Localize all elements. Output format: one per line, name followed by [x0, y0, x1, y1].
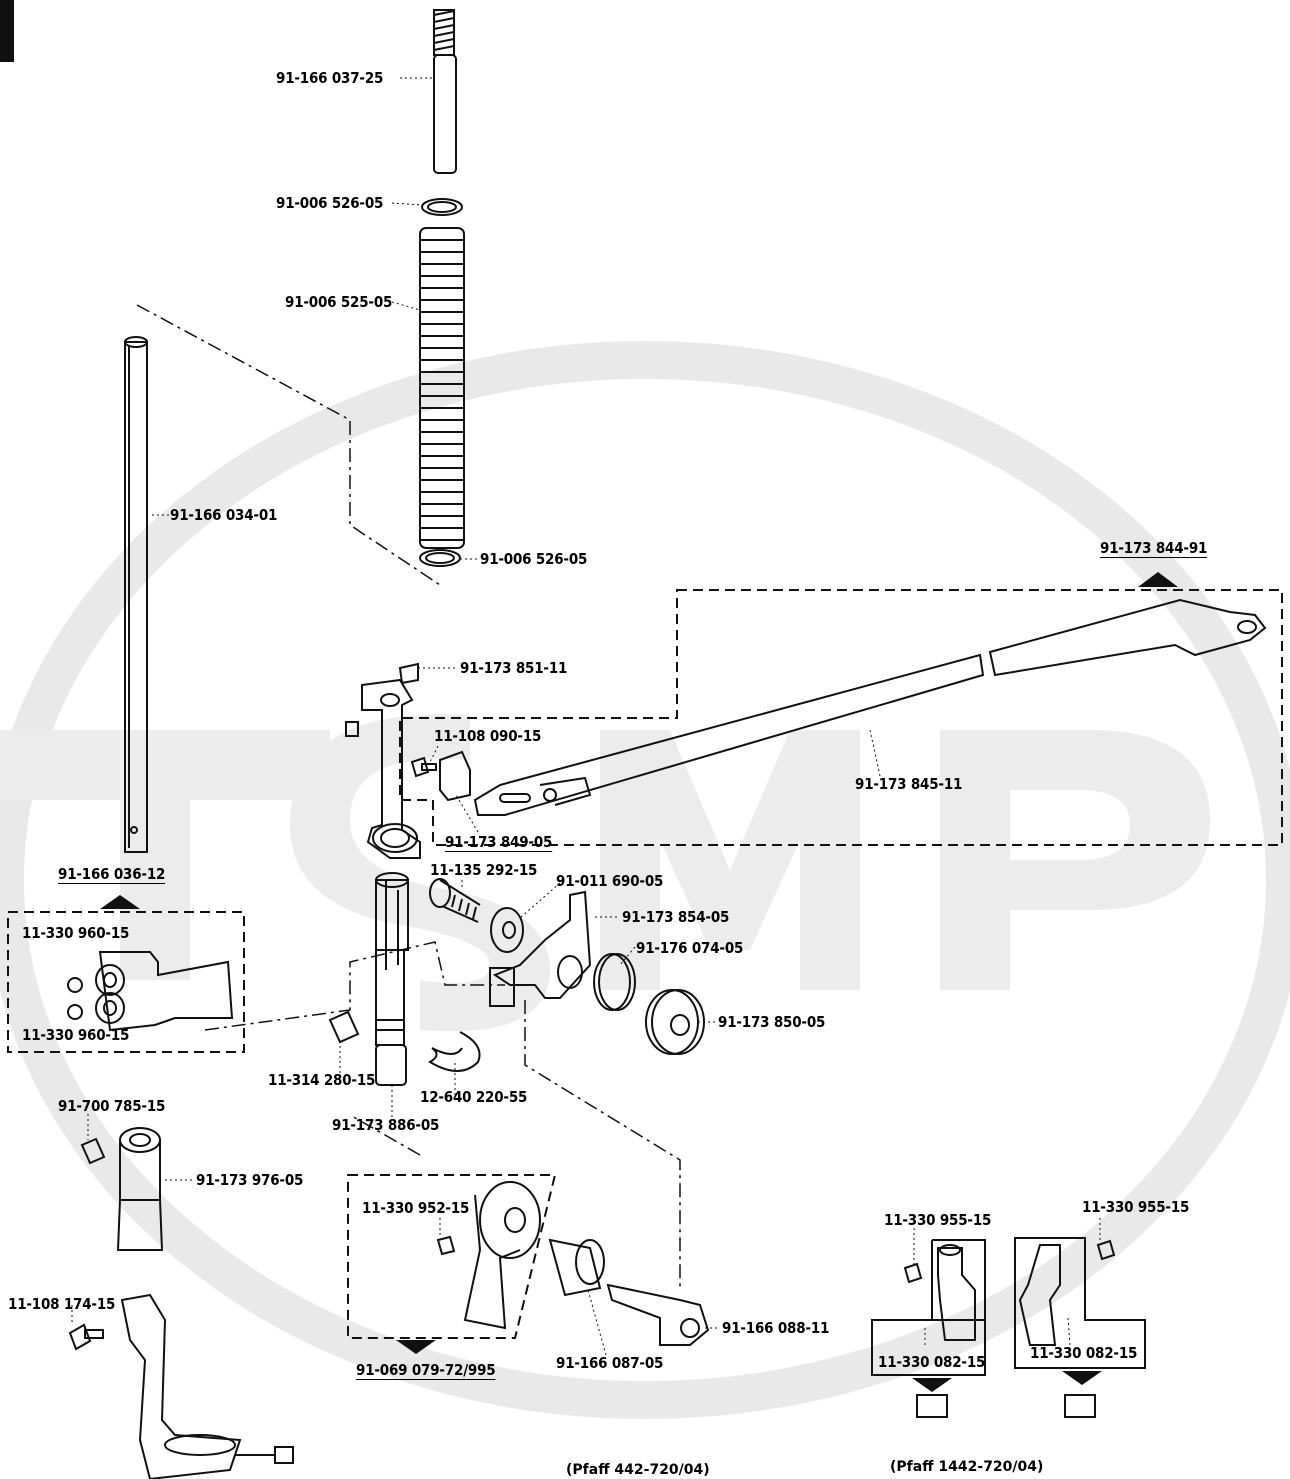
leader-lines: [71, 77, 1101, 1356]
part-label: 91-176 074-05: [636, 939, 744, 957]
right-box-2: [1014, 1237, 1146, 1418]
screw-785: [80, 1137, 106, 1165]
part-label: 11-330 082-15: [878, 1353, 986, 1371]
part-label: 11-330 952-15: [362, 1199, 470, 1217]
sleeve-976: [116, 1127, 164, 1251]
center-shaft: [375, 872, 409, 1086]
bracket-tab: [489, 967, 515, 1007]
part-label: 91-173 849-05: [445, 833, 553, 851]
screw-174: [68, 1323, 104, 1351]
part-label: 91-166 037-25: [276, 69, 384, 87]
part-label: 91-173 886-05: [332, 1116, 440, 1134]
assembly-label: 91-069 079-72/995: [356, 1361, 496, 1379]
feed-arm: [473, 598, 1267, 816]
subassembly-boxes: [7, 589, 1283, 1339]
threaded-bar: [433, 9, 457, 174]
eccentric-850: [645, 989, 705, 1055]
screw-292: [429, 878, 481, 923]
part-label: 91-173 850-05: [718, 1013, 826, 1031]
clamp-960: [67, 951, 234, 1032]
crank-088: [606, 1283, 710, 1346]
part-label: 91-006 526-05: [480, 550, 588, 568]
part-label: 91-006 526-05: [276, 194, 384, 212]
part-label: 91-173 854-05: [622, 908, 730, 926]
part-label: 11-330 082-15: [1030, 1344, 1138, 1362]
set-screw-280: [328, 1010, 360, 1044]
washer-690: [490, 907, 524, 953]
model-note-left: (Pfaff 442-720/04): [566, 1462, 710, 1478]
bracket-854: [492, 890, 592, 999]
part-label: 11-330 960-15: [22, 1026, 130, 1044]
presser-bar: [124, 336, 148, 853]
part-label: 91-173 851-11: [460, 659, 568, 677]
part-label: 11-330 955-15: [1082, 1198, 1190, 1216]
e-ring: [428, 1031, 481, 1072]
part-label: 12-640 220-55: [420, 1088, 528, 1106]
block-849: [439, 750, 471, 802]
bracket: [345, 662, 421, 859]
part-label: 91-173 845-11: [855, 775, 963, 793]
part-label: 11-330 955-15: [884, 1211, 992, 1229]
lever-079: [463, 1181, 541, 1330]
model-note-right: (Pfaff 1442-720/04): [890, 1459, 1044, 1475]
part-label: 91-166 087-05: [556, 1354, 664, 1372]
part-label: 11-330 960-15: [22, 924, 130, 942]
part-label: 91-173 976-05: [196, 1171, 304, 1189]
right-box-1: [871, 1239, 986, 1418]
part-label: 91-006 525-05: [285, 293, 393, 311]
assembly-lines: [136, 304, 681, 1290]
watermark-letters: [0, 714, 1210, 1032]
page-corner-mark: [0, 0, 14, 62]
part-label: 11-108 090-15: [434, 727, 542, 745]
bushing-087: [548, 1238, 605, 1297]
screw-952: [436, 1235, 456, 1256]
screw-090: [410, 756, 437, 778]
part-label: 91-011 690-05: [556, 872, 664, 890]
part-label: 91-166 034-01: [170, 506, 278, 524]
assembly-label: 91-173 844-91: [1100, 539, 1208, 557]
compression-spring: [419, 227, 465, 549]
part-label: 11-135 292-15: [430, 861, 538, 879]
part-label: 11-108 174-15: [8, 1295, 116, 1313]
assembly-arrows: [100, 572, 1178, 1392]
washer-bottom: [419, 549, 461, 567]
part-label: 91-166 088-11: [722, 1319, 830, 1337]
part-label: 91-700 785-15: [58, 1097, 166, 1115]
watermark: [0, 341, 1290, 1419]
washer-top: [421, 198, 463, 216]
part-label: 11-314 280-15: [268, 1071, 376, 1089]
assembly-label: 91-166 036-12: [58, 865, 166, 883]
presser-foot: [120, 1293, 294, 1479]
